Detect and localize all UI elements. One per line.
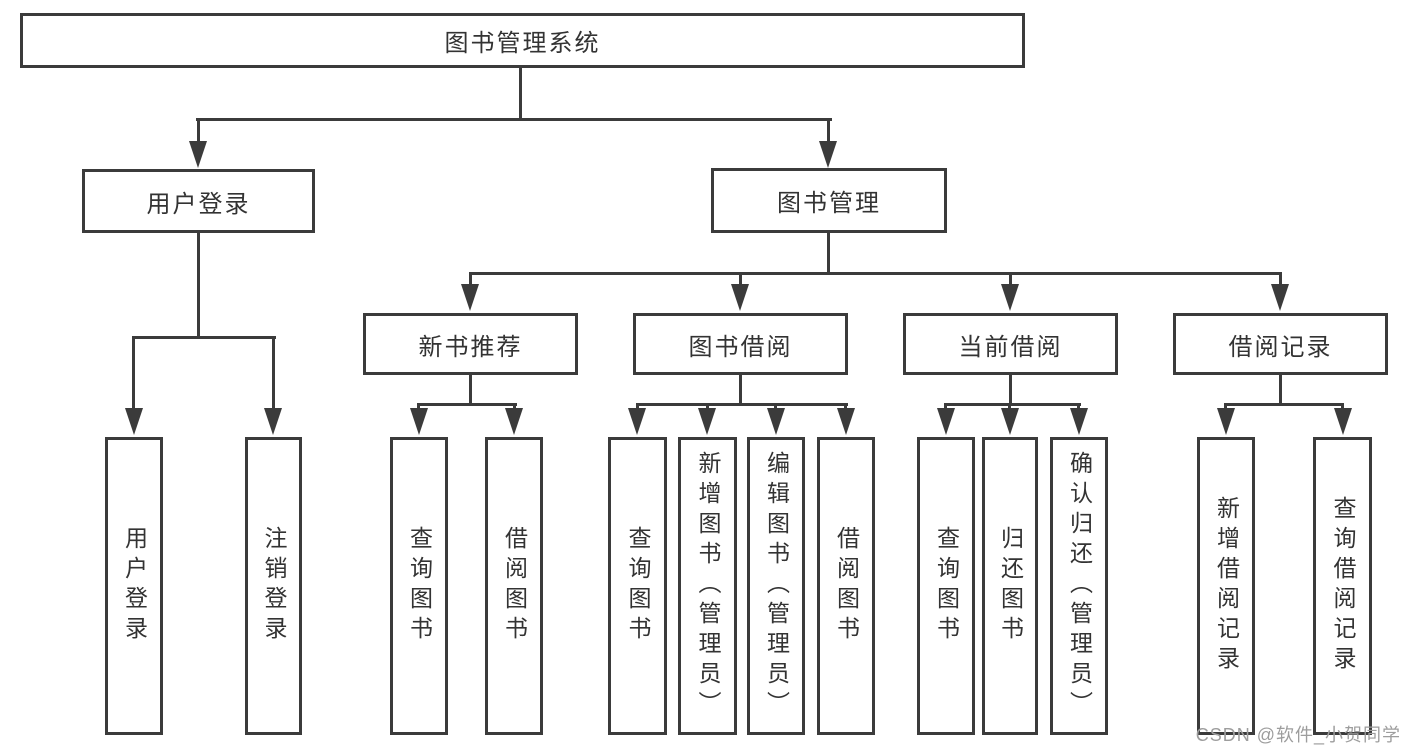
connector-hline [1224,403,1344,406]
connector-vline [1279,275,1282,284]
connector-vline [774,406,777,409]
node-label: 注销登录 [261,526,287,646]
arrow-down-icon [837,408,855,435]
leaf-confirm-return-admin: 确认归还（管理员） [1050,437,1108,735]
node-book-borrowing: 图书借阅 [633,313,848,375]
connector-vline [1279,375,1282,403]
node-label: 查询借阅记录 [1330,496,1356,676]
csdn-watermark: CSDN @软件_小贺同学 [1195,725,1401,745]
connector-vline [1077,406,1080,409]
node-label: 归还图书 [997,526,1024,646]
connector-vline [513,406,516,409]
arrow-down-icon [698,408,716,435]
connector-vline [197,233,200,336]
node-label: 图书借阅 [688,333,793,361]
arrow-down-icon [461,284,479,311]
node-library-management-system: 图书管理系统 [20,13,1025,68]
node-label: 借阅图书 [833,526,860,646]
node-label: 用户登录 [146,190,251,218]
node-label: 当前借阅 [958,333,1063,361]
connector-vline [469,375,472,403]
connector-vline [944,406,947,409]
arrow-down-icon [189,141,207,168]
leaf-borrow-books-recommend: 借阅图书 [485,437,543,735]
connector-vline [417,406,420,409]
leaf-logout: 注销登录 [245,437,302,735]
arrow-down-icon [1070,408,1088,435]
connector-vline [519,68,522,118]
connector-vline [844,406,847,409]
node-book-management: 图书管理 [711,168,947,233]
leaf-query-borrow-record: 查询借阅记录 [1313,437,1372,735]
connector-hline [636,403,848,406]
arrow-down-icon [125,408,143,435]
leaf-borrow-books-borrowing: 借阅图书 [817,437,875,735]
connector-hline [944,403,1081,406]
connector-vline [1008,406,1011,409]
leaf-user-login: 用户登录 [105,437,163,735]
connector-vline [132,339,135,408]
connector-vline [1224,406,1227,409]
connector-hline [417,403,517,406]
arrow-down-icon [937,408,955,435]
leaf-query-books-recommend: 查询图书 [390,437,448,735]
arrow-down-icon [1001,408,1019,435]
node-label: 确认归还（管理员） [1066,451,1093,721]
connector-vline [739,275,742,284]
node-label: 借阅图书 [501,526,528,646]
arrow-down-icon [1271,284,1289,311]
arrow-down-icon [1001,284,1019,311]
leaf-add-borrow-record: 新增借阅记录 [1197,437,1255,735]
arrow-down-icon [819,141,837,168]
connector-hline [132,336,276,339]
connector-vline [827,121,830,142]
arrow-down-icon [264,408,282,435]
arrow-down-icon [505,408,523,435]
connector-vline [827,233,830,272]
node-borrowing-records: 借阅记录 [1173,313,1388,375]
node-label: 新增图书（管理员） [695,451,721,721]
leaf-add-books-admin: 新增图书（管理员） [678,437,737,735]
connector-hline [469,272,1282,275]
arrow-down-icon [1217,408,1235,435]
node-label: 查询图书 [933,526,960,646]
connector-hline [196,118,832,121]
arrow-down-icon [410,408,428,435]
connector-vline [706,406,709,409]
node-current-borrowing: 当前借阅 [903,313,1118,375]
node-label: 编辑图书（管理员） [763,451,790,721]
node-label: 新书推荐 [418,333,523,361]
arrow-down-icon [1334,408,1352,435]
node-label: 查询图书 [625,526,651,646]
arrow-down-icon [628,408,646,435]
connector-vline [1341,406,1344,409]
node-label: 借阅记录 [1228,333,1333,361]
node-label: 新增借阅记录 [1213,496,1240,676]
connector-vline [197,121,200,142]
node-label: 图书管理 [777,190,881,217]
connector-vline [739,375,742,403]
node-user-login: 用户登录 [82,169,315,233]
leaf-return-books: 归还图书 [982,437,1038,735]
node-label: 用户登录 [121,526,148,646]
connector-vline [636,406,639,409]
node-new-book-recommend: 新书推荐 [363,313,578,375]
node-label: 查询图书 [406,526,433,646]
connector-vline [469,275,472,284]
leaf-query-books-current: 查询图书 [917,437,975,735]
connector-vline [1009,275,1012,284]
connector-vline [1009,375,1012,403]
arrow-down-icon [767,408,785,435]
leaf-query-books-borrowing: 查询图书 [608,437,667,735]
node-label: 图书管理系统 [444,30,601,57]
connector-vline [272,339,275,408]
leaf-edit-books-admin: 编辑图书（管理员） [747,437,805,735]
arrow-down-icon [731,284,749,311]
